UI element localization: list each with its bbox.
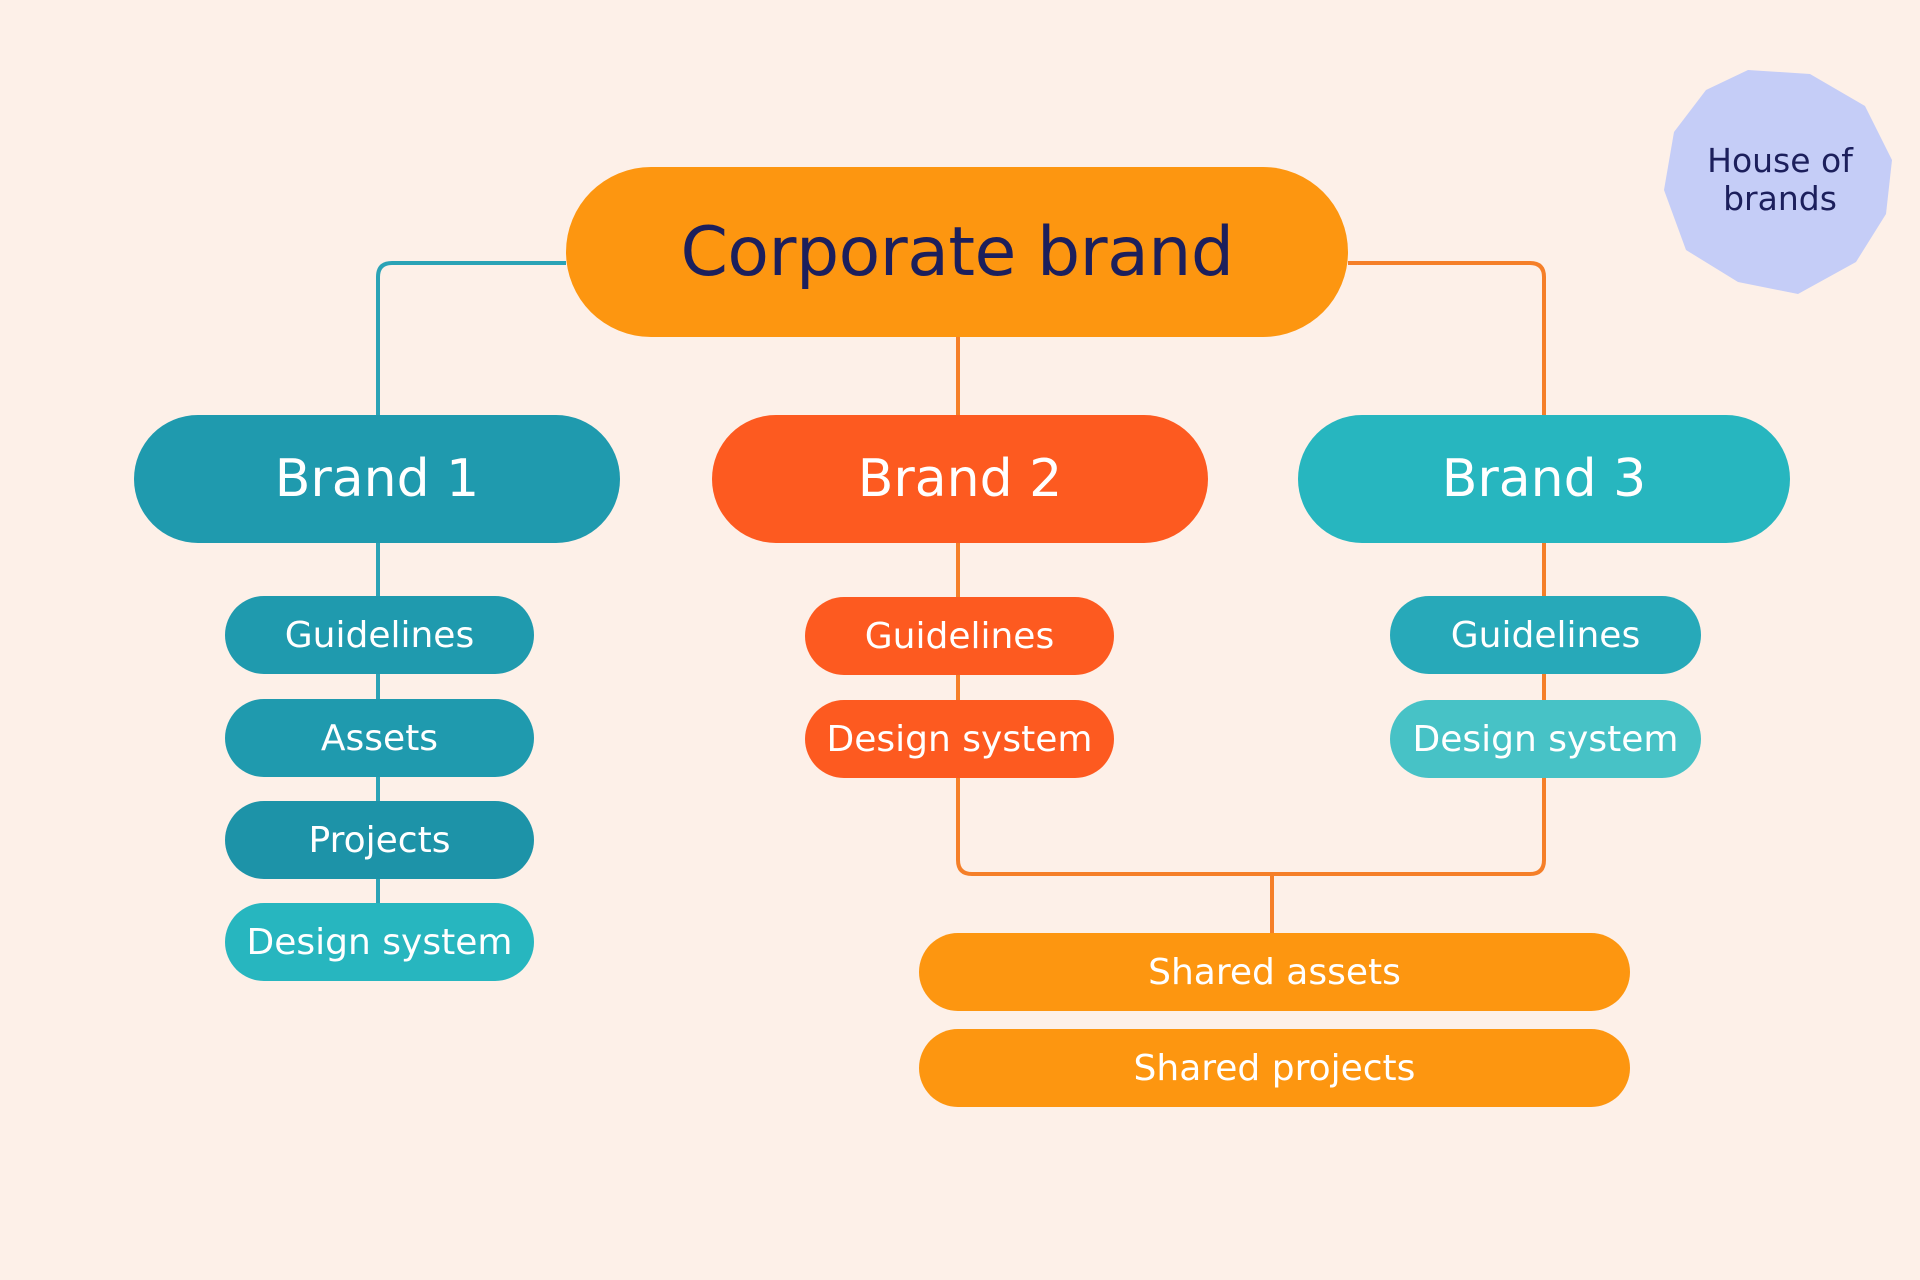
brand-3-label: Brand 3 (1441, 449, 1647, 509)
shared-projects-label: Shared projects (1133, 1047, 1416, 1089)
badge-label: House of brands (1660, 62, 1900, 298)
brand-2-node: Brand 2 (712, 415, 1208, 543)
brand-3-design-system-label: Design system (1412, 718, 1679, 760)
house-of-brands-badge (1664, 70, 1892, 294)
brand-1-guidelines-label: Guidelines (284, 614, 475, 656)
connector-brand-3-items (1272, 543, 1546, 876)
brand-2-design-system-label: Design system (826, 718, 1093, 760)
brand-1-label: Brand 1 (274, 449, 480, 509)
brand-3-guidelines-label: Guidelines (1450, 614, 1641, 656)
badge-line-2: brands (1723, 179, 1837, 218)
connector-brand-2-items (956, 543, 1272, 876)
connector-root-brand-3 (1348, 261, 1546, 415)
shared-projects-node: Shared projects (919, 1029, 1630, 1107)
brand-1-projects: Projects (225, 801, 534, 879)
brand-1-guidelines: Guidelines (225, 596, 534, 674)
brand-3-design-system: Design system (1390, 700, 1701, 778)
brand-1-projects-label: Projects (308, 819, 451, 861)
corporate-brand-node: Corporate brand (566, 167, 1348, 337)
brand-2-guidelines: Guidelines (805, 597, 1114, 675)
brand-1-design-system: Design system (225, 903, 534, 981)
brand-1-design-system-label: Design system (246, 921, 513, 963)
corporate-brand-label: Corporate brand (680, 212, 1234, 292)
brand-2-guidelines-label: Guidelines (864, 615, 1055, 657)
brand-1-assets: Assets (225, 699, 534, 777)
brand-3-node: Brand 3 (1298, 415, 1790, 543)
brand-1-assets-label: Assets (320, 717, 439, 759)
brand-2-design-system: Design system (805, 700, 1114, 778)
badge-line-1: House of (1707, 141, 1853, 180)
brand-1-node: Brand 1 (134, 415, 620, 543)
shared-assets-label: Shared assets (1148, 951, 1401, 993)
shared-assets-node: Shared assets (919, 933, 1630, 1011)
brand-3-guidelines: Guidelines (1390, 596, 1701, 674)
brand-2-label: Brand 2 (857, 449, 1063, 509)
connector-root-brand-1 (376, 261, 566, 415)
